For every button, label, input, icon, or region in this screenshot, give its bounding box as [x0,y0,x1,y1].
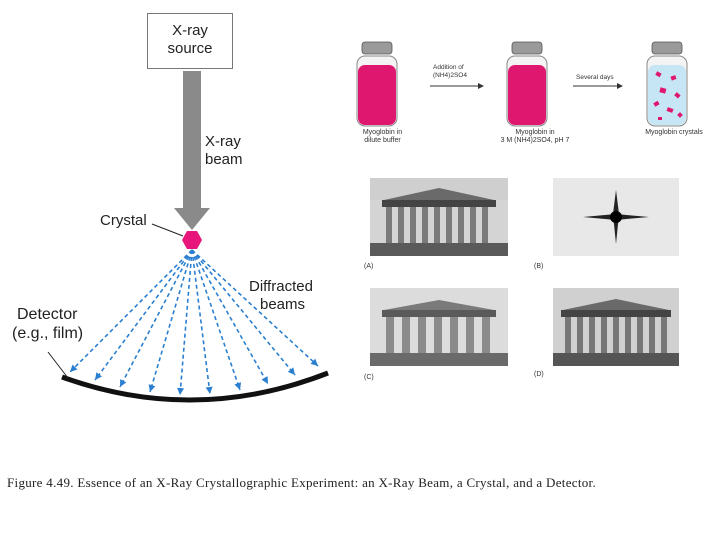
crystal-pointer [151,223,184,237]
arrow1-label: Addition of (NH4)2SO4 [433,64,467,80]
figure-caption: Figure 4.49. Essence of an X-Ray Crystal… [7,475,597,490]
xray-beam-shaft [183,71,201,208]
xray-source-label-line2: source [167,40,213,57]
diffracted-beam-4 [149,249,193,393]
diffracted-beam-arrowhead-10 [310,358,318,366]
xray-source-box: X-ray source [147,13,233,69]
diffracted-beam-5 [179,249,193,396]
diffracted-beam-arrowhead-5 [177,387,185,395]
xray-beam-label-line2: beam [205,151,243,168]
arrow1-label-line1: Addition of [433,64,464,71]
diffracted-label-line2: beams [260,296,306,313]
diffracted-beam-arrowhead-6 [205,386,213,394]
detector-label-line1: Detector [17,306,78,323]
detector-label-line2: (e.g., film) [12,325,84,342]
jar2-label-line1: Myoglobin in [515,129,555,136]
diffracted-beam-10 [191,249,319,367]
diffracted-beam-3 [119,249,193,388]
jar-ammonium-sulfate [506,41,548,127]
jar-dilute-buffer [356,41,398,127]
panel-a-label: (A) [364,263,374,270]
crystal-shape [182,231,202,249]
jar3-label-line1: Myoglobin crystals [645,129,703,136]
diffracted-beam-arrowhead-4 [148,384,156,392]
jar1-label: Myoglobin in dilute buffer [345,129,420,145]
arrow2-label: Several days [576,74,614,81]
jar1-label-line2: dilute buffer [364,137,401,144]
panel-b-image [553,178,679,256]
diffracted-beam-arrowhead-8 [261,376,268,384]
diffracted-beam-arrowhead-1 [70,364,78,372]
diffracted-beam-7 [191,249,241,391]
diffracted-beam-8 [191,249,269,385]
diffracted-beam-9 [191,249,296,376]
detector-pointer [47,351,69,379]
diffracted-beam-6 [191,249,211,395]
diffracted-beams-label: Diffracted beams [249,278,313,314]
panel-a-image [370,178,508,256]
diffracted-beam-2 [94,249,193,381]
crystallization-sequence [356,41,688,127]
xray-source-label-line1: X-ray [172,22,208,39]
diffracted-beams [69,249,319,396]
panel-d-image [553,288,679,366]
jar2-label-line2: 3 M (NH4)2SO4, pH 7 [500,137,570,144]
jar1-label-line1: Myoglobin in [362,129,403,136]
diffracted-beam-arrowheads [70,358,318,395]
diffracted-beam-1 [69,249,193,373]
diffracted-beam-arrowhead-9 [287,367,295,375]
panel-c-image [370,288,508,366]
panel-c-label: (C) [364,374,374,381]
xray-diagram [47,71,329,403]
arrow1-label-line2: (NH4)2SO4 [433,72,467,79]
xray-beam-label: X-ray beam [205,133,243,169]
xray-beam-arrowhead [174,208,210,230]
detector-label: Detector (e.g., film) [12,305,83,343]
diffracted-beam-arrowhead-3 [120,379,127,387]
panel-d-label: (D) [534,371,544,378]
panel-b-label: (B) [534,263,544,270]
diffracted-label-line1: Diffracted [249,278,313,295]
xray-beam-label-line1: X-ray [205,133,241,150]
crystal-label: Crystal [100,212,147,229]
diffracted-beam-arrowhead-7 [234,382,242,390]
detector-film [61,370,329,403]
panel-a-columns [386,207,488,243]
jar3-label: Myoglobin crystals [634,129,714,137]
jar2-label: Myoglobin in 3 M (NH4)2SO4, pH 7 [485,129,585,145]
diffracted-beam-arrowhead-2 [95,372,102,380]
jar-myoglobin-crystals [646,41,688,127]
